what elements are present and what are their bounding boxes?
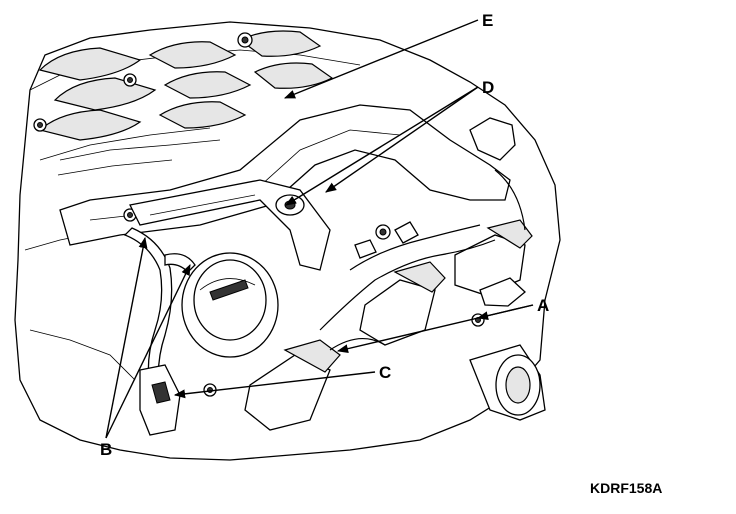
lower-hose <box>469 344 546 421</box>
callout-d: D <box>482 78 494 97</box>
connector <box>139 364 181 436</box>
figure-id: KDRF158A <box>590 480 662 496</box>
leader-lines <box>105 19 534 439</box>
callout-a: A <box>537 296 549 315</box>
callout-c: C <box>379 363 391 382</box>
head-bolts <box>33 32 485 397</box>
ignition-coils <box>244 219 533 431</box>
oil-filler-cap <box>181 252 279 358</box>
callout-b: B <box>100 440 112 459</box>
wiring-harness <box>319 169 526 351</box>
callout-e: E <box>482 11 493 30</box>
